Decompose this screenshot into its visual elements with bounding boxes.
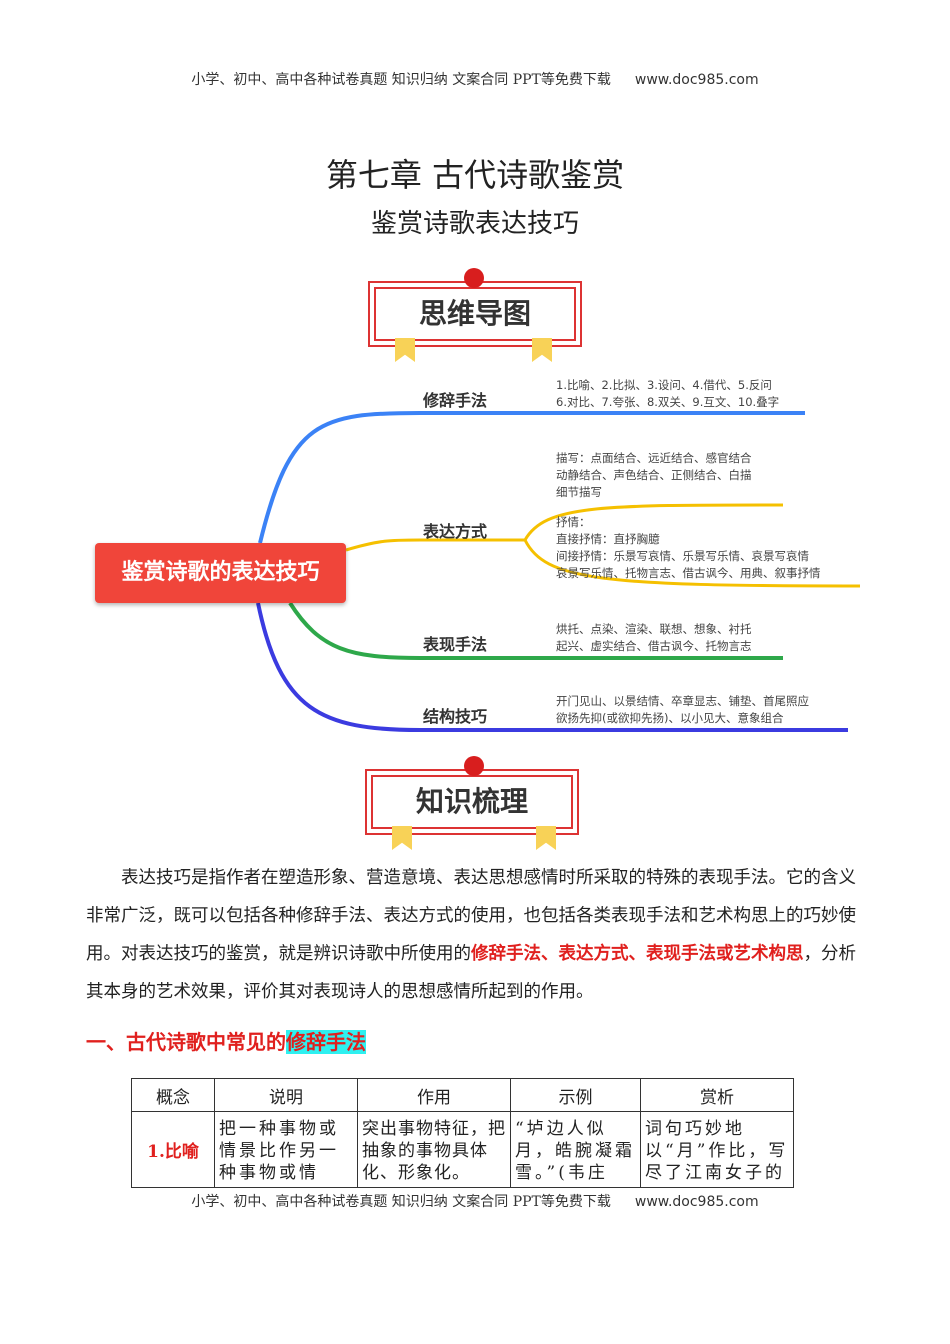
branch-technique: 表现手法 [423, 635, 488, 654]
leaf-line: 起兴、虚实结合、借古讽今、托物言志 [556, 639, 752, 653]
cell-description: 把一种事物或情景比作另一种事物或情 [214, 1111, 358, 1188]
leaf-rhetoric: 1.比喻、2.比拟、3.设问、4.借代、5.反问 6.对比、7.夸张、8.双关、9… [556, 377, 779, 411]
branch-expression: 表达方式 [423, 522, 488, 541]
col-header: 赏析 [640, 1078, 794, 1112]
branch-line-structure [256, 602, 848, 732]
table-header-row: 概念 说明 作用 示例 赏析 [131, 1078, 794, 1112]
section-heading: 一、古代诗歌中常见的修辞手法 [86, 1026, 366, 1055]
leaf-line: 6.对比、7.夸张、8.双关、9.互文、10.叠字 [556, 395, 780, 409]
intro-emphasis: 修辞手法、表达方式、表现手法或艺术构思 [471, 944, 804, 964]
leaf-line: 烘托、点染、渲染、联想、想象、衬托 [556, 622, 752, 636]
banner-dot [464, 268, 484, 288]
branch-rhetoric: 修辞手法 [423, 391, 488, 410]
page-title: 第七章 古代诗歌鉴赏 [325, 156, 625, 194]
branch-line-expression [345, 503, 784, 552]
leaf-line: 1.比喻、2.比拟、3.设问、4.借代、5.反问 [556, 378, 772, 392]
leaf-line: 间接抒情：乐景写哀情、乐景写乐情、哀景写哀情 [556, 549, 809, 563]
banner-mindmap: 思维导图 [368, 281, 582, 347]
cell-concept: 1.比喻 [131, 1111, 215, 1188]
leaf-structure: 开门见山、以景结情、卒章显志、铺垫、首尾照应欲扬先抑(或欲抑先扬)、以小见大、意… [556, 693, 809, 727]
banner-knowledge: 知识梳理 [365, 769, 579, 835]
intro-paragraph: 表达技巧是指作者在塑造形象、营造意境、表达思想感情时所采取的特殊的表现手法。它的… [86, 859, 866, 1011]
header-site: www.doc985.com [634, 72, 759, 88]
leaf-line: 抒情： [556, 515, 591, 529]
intro-text: 表达技巧是指作者在塑造形象、营造意境、表达思想感情时所采取的特殊的表现手法。它的… [86, 868, 856, 964]
col-header: 概念 [131, 1078, 215, 1112]
banner-ribbon [536, 826, 556, 850]
leaf-line: 细节描写 [556, 485, 602, 499]
branch-line-technique [288, 601, 783, 660]
header-text: 小学、初中、高中各种试卷真题 知识归纳 文案合同 PPT等免费下载 [191, 72, 611, 88]
col-header: 说明 [214, 1078, 358, 1112]
footer-site: www.doc985.com [634, 1194, 759, 1210]
page-subtitle: 鉴赏诗歌表达技巧 [370, 209, 579, 239]
heading-text: 一、古代诗歌中常见的 [86, 1030, 286, 1054]
mindmap-connectors [256, 411, 861, 732]
leaf-line: 直接抒情：直抒胸臆 [556, 532, 660, 546]
leaf-technique: 烘托、点染、渲染、联想、想象、衬托起兴、虚实结合、借古讽今、托物言志 [556, 621, 752, 655]
rhetoric-table: 概念 说明 作用 示例 赏析 1.比喻 把一种事物或情景比作另一种事物或情 突出… [131, 1078, 794, 1188]
col-header: 作用 [357, 1078, 511, 1112]
col-header: 示例 [510, 1078, 641, 1112]
intro-text: ，分析其本身的艺术效果，评价其对表现诗人的思想感情所起到的作用。 [86, 944, 856, 1002]
leaf-line: 欲扬先抑(或欲抑先扬)、以小见大、意象组合 [556, 711, 784, 725]
heading-highlight: 修辞手法 [286, 1030, 366, 1054]
table-row: 1.比喻 把一种事物或情景比作另一种事物或情 突出事物特征，把抽象的事物具体化、… [131, 1111, 794, 1188]
leaf-lyric: 抒情： 直接抒情：直抒胸臆间接抒情：乐景写哀情、乐景写乐情、哀景写哀情哀景写乐情、… [556, 514, 821, 582]
branch-line-rhetoric [258, 411, 805, 544]
page-header: 小学、初中、高中各种试卷真题 知识归纳 文案合同 PPT等免费下载 www.doc… [0, 69, 950, 89]
leaf-line: 哀景写乐情、托物言志、借古讽今、用典、叙事抒情 [556, 566, 821, 580]
cell-effect: 突出事物特征，把抽象的事物具体化、形象化。 [357, 1111, 511, 1188]
cell-example: “垆边人似月，皓腕凝霜雪。”(韦庄 [510, 1111, 641, 1188]
leaf-description: 描写：点面结合、远近结合、感官结合动静结合、声色结合、正侧结合、白描细节描写 [556, 450, 752, 501]
leaf-line: 开门见山、以景结情、卒章显志、铺垫、首尾照应 [556, 694, 809, 708]
leaf-line: 描写：点面结合、远近结合、感官结合 [556, 451, 752, 465]
branch-line-expression-lyric [523, 539, 861, 588]
banner-ribbon [532, 338, 552, 362]
banner-dot [464, 756, 484, 776]
mindmap-root: 鉴赏诗歌的表达技巧 [95, 543, 346, 603]
cell-analysis: 词句巧妙地以“月”作比，写尽了江南女子的 [640, 1111, 794, 1188]
footer-text: 小学、初中、高中各种试卷真题 知识归纳 文案合同 PPT等免费下载 [191, 1194, 611, 1210]
banner-ribbon [395, 338, 415, 362]
banner-ribbon [392, 826, 412, 850]
leaf-line: 动静结合、声色结合、正侧结合、白描 [556, 468, 752, 482]
page-footer: 小学、初中、高中各种试卷真题 知识归纳 文案合同 PPT等免费下载 www.doc… [0, 1191, 950, 1211]
branch-structure: 结构技巧 [423, 707, 488, 726]
